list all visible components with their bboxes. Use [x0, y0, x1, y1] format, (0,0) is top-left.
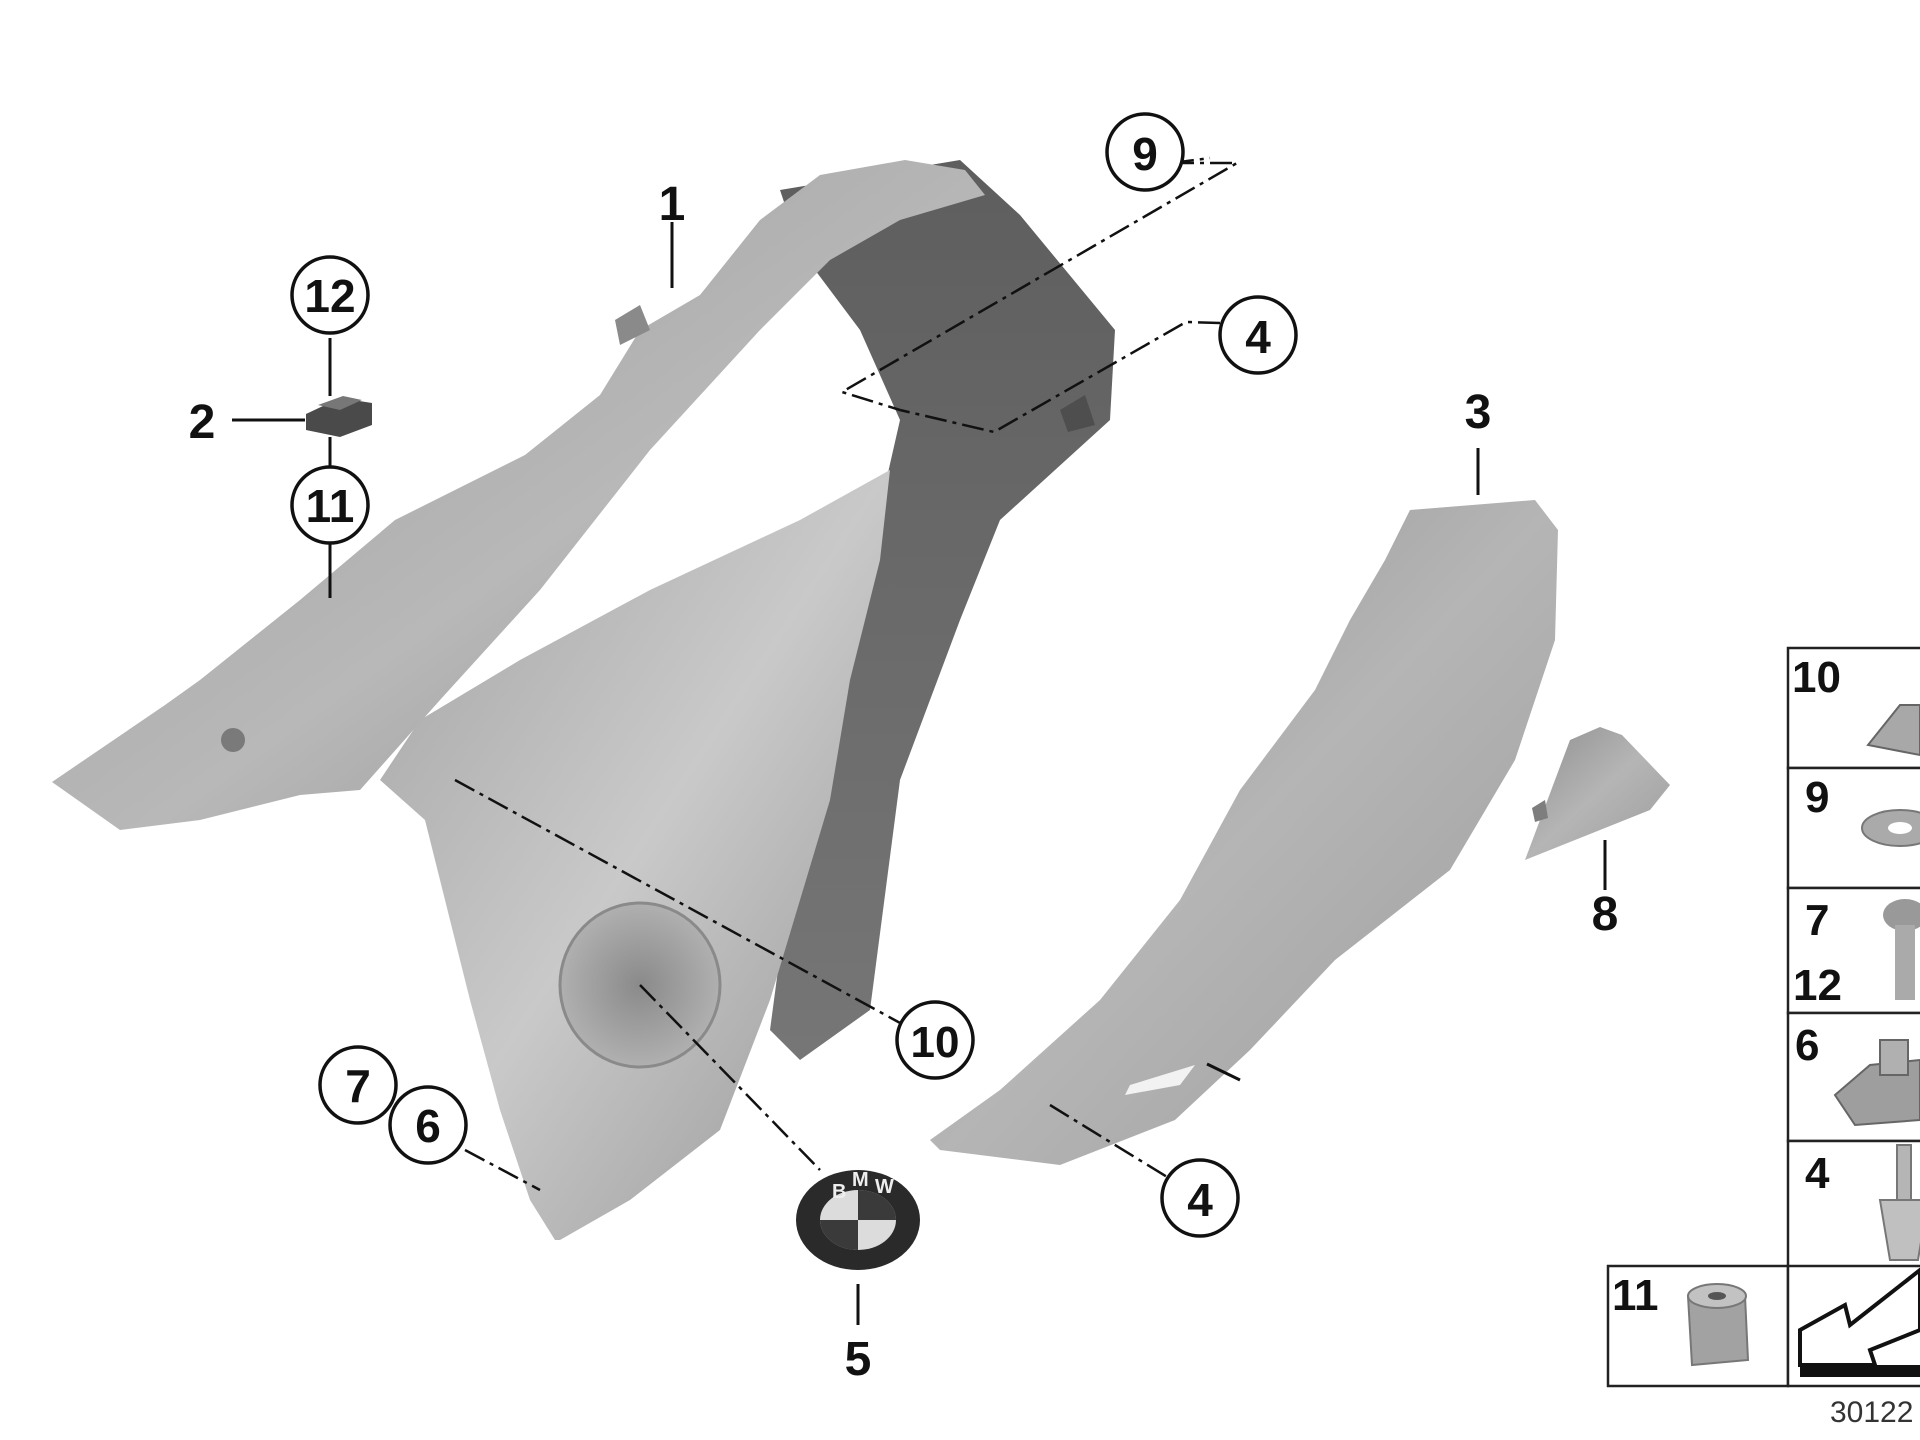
- part-1-tab: [615, 305, 650, 345]
- legend-number: 4: [1805, 1149, 1830, 1198]
- legend-number: 9: [1805, 773, 1829, 822]
- legend-cell-washer: 9: [1786, 766, 1920, 890]
- legend-cell-spring-nut: 10: [1786, 646, 1920, 770]
- legend-number: 7: [1805, 896, 1829, 945]
- callout-3: 3: [1465, 386, 1492, 439]
- legend-cell-clip-nut: 6: [1786, 1011, 1920, 1143]
- badge-letter: M: [852, 1169, 869, 1191]
- part-3-side-cover: [930, 500, 1558, 1165]
- part-1-mount-hole: [221, 728, 245, 752]
- legend-number: 6: [1795, 1021, 1819, 1070]
- legend-number: 12: [1793, 961, 1842, 1010]
- part-1-tab: [1060, 395, 1095, 432]
- part-5-badge: B M W: [796, 1169, 920, 1270]
- callout-1: 1: [659, 178, 686, 231]
- callout-7: 7: [345, 1060, 371, 1112]
- callout-8: 8: [1592, 888, 1619, 941]
- part-1-side-panel: [52, 160, 1115, 1240]
- part-2-clip: [306, 396, 372, 437]
- leader-lines: [232, 156, 1607, 1325]
- callout-6: 6: [415, 1100, 441, 1152]
- part-1-lower-body: [380, 470, 890, 1240]
- callout-5: 5: [845, 1333, 872, 1386]
- callout-2: 2: [189, 396, 216, 449]
- legend-number: 11: [1612, 1271, 1659, 1320]
- callout-4-top: 4: [1245, 311, 1271, 363]
- hardware-legend: 10 9 7 12 6 4: [1606, 646, 1920, 1388]
- reference-number: 30122: [1830, 1396, 1913, 1429]
- badge-letter: W: [875, 1176, 894, 1198]
- direction-arrow-icon: [1798, 1267, 1920, 1367]
- badge-letter: B: [832, 1181, 846, 1203]
- legend-number: 10: [1792, 653, 1841, 702]
- callout-12: 12: [304, 270, 355, 322]
- part-8-cap: [1525, 727, 1670, 860]
- legend-cell-rubber-grommet: 11: [1606, 1264, 1790, 1388]
- legend-cell-screw: 7 12: [1786, 886, 1920, 1015]
- callout-4-bottom: 4: [1187, 1174, 1213, 1226]
- callout-11: 11: [306, 480, 355, 532]
- part-1-upper-panel: [52, 160, 985, 830]
- callout-9: 9: [1132, 128, 1158, 180]
- part-1-inner-frame: [770, 160, 1115, 1060]
- callouts: 1 2 3 5 8 12 11 9 4 10 7 6 4: [189, 112, 1619, 1386]
- callout-10: 10: [911, 1018, 960, 1067]
- part-3-slot: [1125, 1065, 1195, 1095]
- legend-cell-direction-symbol: [1786, 1264, 1920, 1388]
